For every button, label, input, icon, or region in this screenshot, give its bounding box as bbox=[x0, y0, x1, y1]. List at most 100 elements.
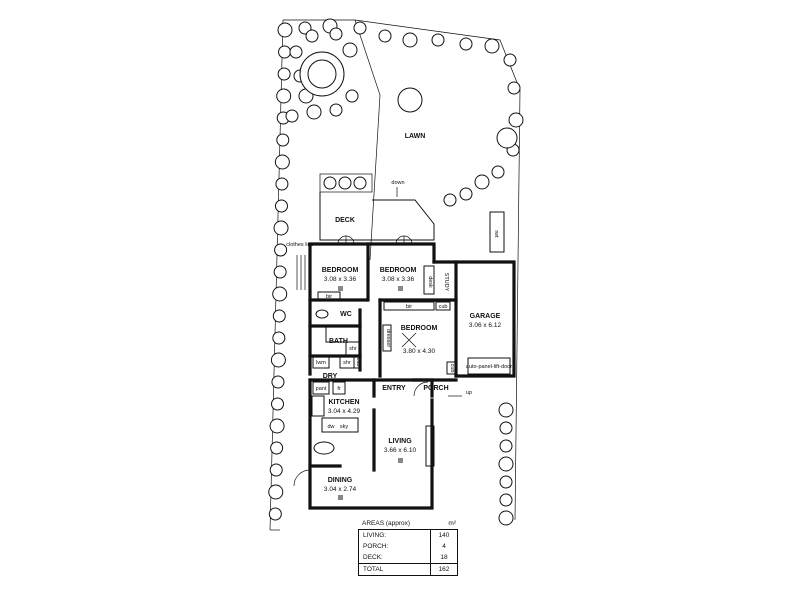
porch-label: PORCH bbox=[423, 385, 448, 392]
bir-2-label: bir bbox=[406, 304, 412, 310]
tree-icon bbox=[499, 421, 513, 435]
tree-icon bbox=[498, 456, 514, 472]
cub-1-box bbox=[435, 301, 451, 311]
living-label: LIVING bbox=[388, 438, 412, 445]
tree-icon bbox=[306, 104, 322, 120]
tree-icon bbox=[271, 375, 285, 389]
cub-1-label: cub bbox=[439, 304, 448, 310]
tree-icon bbox=[378, 29, 392, 43]
tree-icon bbox=[499, 439, 513, 453]
fr-label: fr bbox=[337, 386, 341, 392]
tree-icon bbox=[285, 109, 299, 123]
garage-dimensions: 3.06 x 6.12 bbox=[469, 322, 502, 329]
tree-icon bbox=[276, 88, 292, 104]
tree-icon bbox=[474, 174, 490, 190]
toilet-icon bbox=[315, 309, 329, 319]
tree-icon bbox=[274, 199, 288, 213]
areas-table: AREAS (approx) m² LIVING: 140 PORCH: 4 D… bbox=[358, 520, 458, 576]
dining-light-icon bbox=[338, 495, 343, 500]
areas-grid: LIVING: 140 PORCH: 4 DECK: 18 TOTAL 162 bbox=[358, 529, 458, 576]
tree-icon bbox=[269, 463, 283, 477]
tree-icon bbox=[275, 177, 289, 191]
area-total-label: TOTAL bbox=[359, 564, 431, 575]
bedroom-1-light-icon bbox=[338, 286, 343, 291]
bedroom-2-light-icon bbox=[398, 286, 403, 291]
garage-door-label: auto-panel-lift-door bbox=[466, 364, 512, 370]
area-row: DECK: 18 bbox=[359, 552, 457, 563]
tree-icon bbox=[459, 37, 473, 51]
area-row-label: DECK: bbox=[359, 552, 431, 563]
tree-icon bbox=[273, 265, 287, 279]
tree-icon bbox=[345, 89, 359, 103]
area-row-label: PORCH: bbox=[359, 541, 431, 552]
tree-icon bbox=[329, 27, 343, 41]
pant-label: pant bbox=[316, 386, 327, 392]
tree-icon bbox=[272, 309, 286, 323]
area-row: PORCH: 4 bbox=[359, 541, 457, 552]
tree-icon bbox=[484, 38, 500, 54]
cub-2-box bbox=[446, 361, 456, 375]
dry-label: DRY bbox=[323, 373, 338, 380]
living-dimensions: 3.66 x 6.10 bbox=[384, 447, 417, 454]
tree-icon bbox=[274, 154, 290, 170]
lawn-tree-2-icon bbox=[496, 127, 518, 149]
kitchen-label: KITCHEN bbox=[328, 399, 359, 406]
bath-tub bbox=[325, 325, 361, 343]
bedroom-3-robe bbox=[383, 301, 435, 311]
dining-door-swing bbox=[293, 469, 311, 487]
tree-icon bbox=[272, 331, 286, 345]
laundry-wm bbox=[312, 355, 330, 369]
garden-trees bbox=[268, 18, 524, 526]
area-row: LIVING: 140 bbox=[359, 530, 457, 541]
tree-icon bbox=[272, 286, 288, 302]
tree-icon bbox=[498, 510, 514, 526]
house-walls bbox=[308, 242, 516, 510]
bir-1-label: bir bbox=[326, 294, 332, 300]
entry-door-swing bbox=[413, 381, 429, 397]
fridge-box bbox=[332, 381, 346, 395]
areas-heading: AREAS (approx) bbox=[362, 520, 411, 527]
dresser bbox=[382, 324, 392, 352]
lawn-tree-icon bbox=[397, 87, 423, 113]
tree-icon bbox=[277, 22, 293, 38]
bedroom-3-marker-2 bbox=[401, 332, 417, 348]
tree-icon bbox=[269, 418, 285, 434]
entry-label: ENTRY bbox=[382, 385, 406, 392]
shr-2-label: shr bbox=[343, 360, 351, 366]
tree-icon bbox=[353, 21, 367, 35]
lwm-label: lwm bbox=[316, 360, 326, 366]
bedroom-1-dimensions: 3.08 x 3.36 bbox=[324, 276, 357, 283]
cub-2-label: cub bbox=[449, 364, 455, 373]
area-row-value: 140 bbox=[438, 532, 450, 539]
bedroom-3-label: BEDROOM bbox=[401, 325, 438, 332]
bedroom-2-dimensions: 3.08 x 3.36 bbox=[382, 276, 415, 283]
tree-icon bbox=[491, 165, 505, 179]
tree-icon bbox=[268, 507, 282, 521]
dw-label: dw bbox=[327, 424, 334, 430]
tree-icon bbox=[498, 402, 514, 418]
stove-icon bbox=[311, 395, 325, 417]
bedroom-1-label: BEDROOM bbox=[322, 267, 359, 274]
sink-icon bbox=[313, 441, 335, 455]
areas-header: AREAS (approx) m² bbox=[358, 520, 458, 529]
area-row-label: LIVING: bbox=[359, 530, 431, 541]
tree-icon bbox=[277, 67, 291, 81]
tree-icon bbox=[459, 187, 473, 201]
feature-tree-icon bbox=[299, 51, 345, 97]
wc-label: WC bbox=[340, 311, 352, 318]
bedroom-2-label: BEDROOM bbox=[380, 267, 417, 274]
tree-icon bbox=[273, 220, 289, 236]
tree-icon bbox=[305, 29, 319, 43]
tree-icon bbox=[268, 484, 284, 500]
living-light-icon bbox=[398, 458, 403, 463]
tree-icon bbox=[503, 53, 517, 67]
area-row-value: 4 bbox=[442, 543, 446, 550]
tree-icon bbox=[270, 352, 286, 368]
tree-icon bbox=[270, 441, 284, 455]
rwt-label: rwt bbox=[493, 230, 499, 238]
tree-icon bbox=[274, 243, 288, 257]
rainwater-tank bbox=[489, 211, 505, 253]
living-window bbox=[425, 425, 435, 467]
garage-label: GARAGE bbox=[470, 313, 501, 320]
